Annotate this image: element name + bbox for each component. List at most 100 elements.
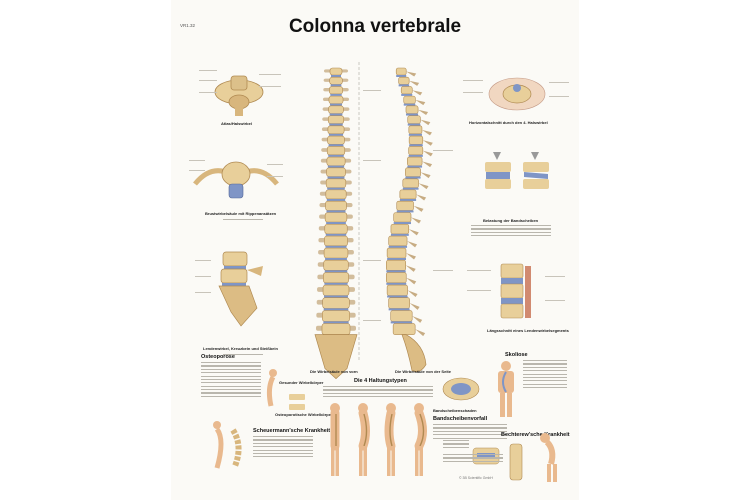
posture-figures-illustration <box>330 403 427 476</box>
disc <box>327 176 345 179</box>
spine-side-illustration <box>386 67 433 373</box>
disc <box>399 198 417 201</box>
posture-figure-spine <box>389 413 393 447</box>
disc <box>408 154 423 157</box>
spinous-process <box>422 150 433 157</box>
disc <box>325 258 347 261</box>
posture-figure-leg <box>391 446 395 476</box>
disc <box>327 165 345 168</box>
heading-bechterew: Bechterew'sche Krankheit <box>501 432 570 438</box>
posture-figure-leg <box>387 446 391 476</box>
vertebra <box>329 67 343 76</box>
vertebra <box>393 212 412 223</box>
vertebra-samples-illustration <box>289 394 305 410</box>
spinous-process <box>405 265 416 272</box>
caption-side-view: Die Wirbelsäule von der Seite <box>395 369 451 374</box>
disc <box>393 222 411 225</box>
vertebra <box>323 259 349 271</box>
vertebra <box>325 189 347 200</box>
posture-figure-spine <box>419 413 425 447</box>
scoliosis-figure-illustration <box>498 361 514 417</box>
spinous-process <box>422 161 433 168</box>
disc <box>330 84 342 87</box>
disc <box>388 245 408 248</box>
disc <box>328 154 344 157</box>
vertebra <box>325 200 347 211</box>
spinous-process <box>415 329 426 337</box>
vertebra <box>327 125 345 135</box>
disc <box>329 103 343 106</box>
spinous-process <box>406 277 417 285</box>
vertebra <box>327 115 345 124</box>
disc <box>396 210 414 213</box>
spinous-process <box>418 109 429 116</box>
vertebra <box>326 167 346 177</box>
caption-atlas: Atlas/Halswirbel <box>221 121 252 126</box>
disc <box>405 113 419 116</box>
vertebra <box>408 146 424 156</box>
spinous-process <box>409 80 420 86</box>
disc <box>407 123 421 126</box>
scheuermann-figure-illustration <box>213 421 224 469</box>
vertebra <box>390 223 410 235</box>
vertebra <box>323 247 349 259</box>
vertebra <box>405 167 421 177</box>
disc <box>327 187 345 190</box>
lumbar-sacrum-illustration <box>218 251 263 327</box>
caption-osteoporotic-vertebra: Osteoporotische Wirbelkörper <box>275 412 333 417</box>
vertebra <box>407 115 421 124</box>
vertebra <box>396 200 414 211</box>
vertebra <box>392 323 416 335</box>
caption-disc-damage: Bandscheibenschaden <box>433 408 477 413</box>
disc <box>403 103 416 106</box>
vertebra <box>386 259 407 271</box>
posture-figure-body <box>384 408 396 451</box>
spinous-process <box>415 99 426 106</box>
spinous-process <box>410 217 421 224</box>
spinous-process <box>420 172 431 179</box>
vertebra <box>400 86 413 95</box>
vertebra <box>399 189 417 200</box>
cross-section-illustration <box>488 77 546 111</box>
vertebra <box>398 76 410 85</box>
vertebra <box>322 284 350 296</box>
poster-code: VR1.32 <box>180 23 196 28</box>
disc-load-illustration <box>485 152 549 189</box>
vertebra <box>322 297 350 309</box>
spinous-process <box>406 71 417 77</box>
posture-figure-leg <box>359 446 363 476</box>
vertebra <box>323 272 349 284</box>
herniated-disc-illustration <box>442 377 480 401</box>
disc <box>325 233 347 236</box>
vertebra <box>328 95 344 104</box>
posture-figure-leg <box>419 446 423 476</box>
disc <box>390 233 409 236</box>
posture-figure-leg <box>363 446 367 476</box>
caption-front-view: Die Wirbelsäule von vorn <box>310 369 358 374</box>
disc <box>326 210 346 213</box>
disc <box>405 176 421 179</box>
disc <box>388 308 410 311</box>
sacrum <box>401 334 427 373</box>
disc <box>323 321 349 324</box>
caption-longitudinal: Längsschnitt eines Lendenwirbelsegments <box>487 328 569 333</box>
disc <box>328 144 344 147</box>
spinous-process <box>413 205 424 212</box>
disc <box>387 295 408 298</box>
disc <box>408 133 422 136</box>
disc <box>329 123 343 126</box>
disc <box>326 222 346 225</box>
spinous-process <box>407 240 418 248</box>
vertebra <box>386 284 408 296</box>
disc <box>407 165 423 168</box>
spinous-process <box>409 303 420 310</box>
caption-lumbar: Lendenwirbel, Kreuzbein und Steißbein <box>203 346 278 351</box>
heading-scheuermann: Scheuermann'sche Krankheit <box>253 428 331 434</box>
vertebra <box>329 76 343 85</box>
caption-thoracic: Brustwirbelsäule mit Rippenansätzen <box>205 211 277 216</box>
disc <box>402 187 419 190</box>
disc <box>323 308 349 311</box>
vertebra <box>388 235 408 247</box>
spinous-process <box>420 119 431 126</box>
vertebra <box>405 105 419 114</box>
